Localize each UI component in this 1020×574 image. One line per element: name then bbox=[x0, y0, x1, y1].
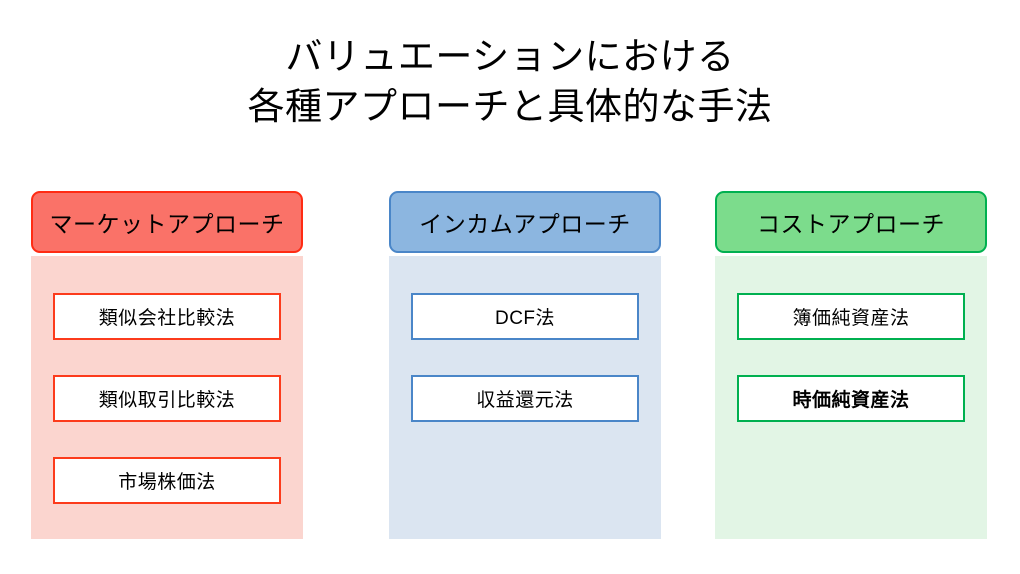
approach-header-income-approach[interactable]: インカムアプローチ bbox=[389, 191, 661, 253]
approach-panel-market-approach: 類似会社比較法類似取引比較法市場株価法 bbox=[31, 256, 303, 539]
method-box[interactable]: 収益還元法 bbox=[411, 375, 639, 422]
approach-column-cost-approach: コストアプローチ簿価純資産法時価純資産法 bbox=[715, 191, 987, 539]
method-box[interactable]: 市場株価法 bbox=[53, 457, 281, 504]
approach-column-market-approach: マーケットアプローチ類似会社比較法類似取引比較法市場株価法 bbox=[31, 191, 303, 539]
page-title-line-2: 各種アプローチと具体的な手法 bbox=[247, 86, 773, 127]
approach-panel-cost-approach: 簿価純資産法時価純資産法 bbox=[715, 256, 987, 539]
method-box[interactable]: 類似会社比較法 bbox=[53, 293, 281, 340]
method-box[interactable]: 類似取引比較法 bbox=[53, 375, 281, 422]
approach-header-market-approach[interactable]: マーケットアプローチ bbox=[31, 191, 303, 253]
approach-panel-income-approach: DCF法収益還元法 bbox=[389, 256, 661, 539]
method-box[interactable]: DCF法 bbox=[411, 293, 639, 340]
page-title-line-1: バリュエーションにおける bbox=[285, 36, 735, 77]
page-title: バリュエーションにおける 各種アプローチと具体的な手法 bbox=[0, 32, 1020, 132]
method-box[interactable]: 時価純資産法 bbox=[737, 375, 965, 422]
approach-header-cost-approach[interactable]: コストアプローチ bbox=[715, 191, 987, 253]
method-box[interactable]: 簿価純資産法 bbox=[737, 293, 965, 340]
